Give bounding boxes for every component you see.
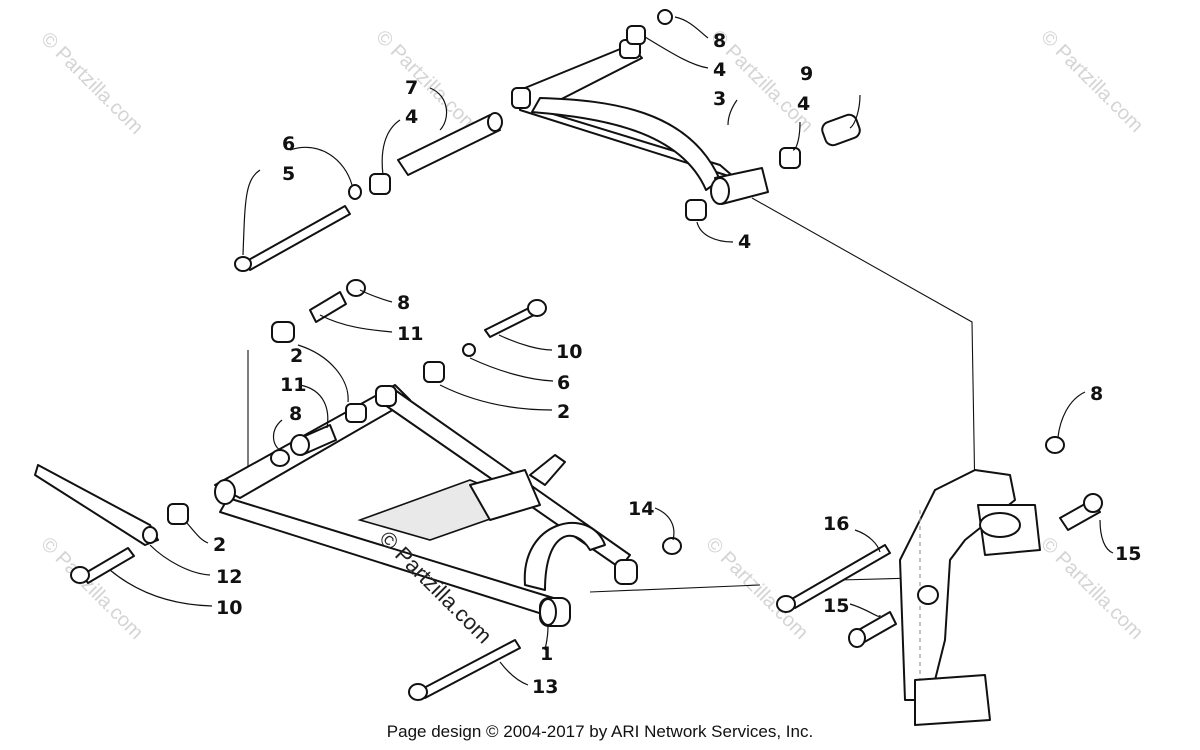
callout-11: 11 (397, 323, 423, 345)
callout-8: 8 (397, 292, 410, 314)
callout-3: 3 (713, 88, 726, 110)
callout-4: 4 (405, 106, 418, 128)
callout-10: 10 (216, 597, 242, 619)
reference-lines (247, 197, 976, 593)
watermark: © Partzilla.com (701, 533, 812, 644)
footer-copyright: Page design © 2004-2017 by ARI Network S… (386, 722, 814, 741)
callout-11: 11 (280, 374, 306, 396)
callout-leaders (109, 16, 1114, 686)
upper-a-arm (511, 39, 769, 205)
callout-2: 2 (290, 345, 303, 367)
callout-12: 12 (216, 566, 242, 588)
callout-1: 1 (540, 643, 553, 665)
upper-hardware (234, 9, 861, 272)
callout-8: 8 (1090, 383, 1103, 405)
spindle (776, 436, 1103, 726)
callout-14: 14 (628, 498, 654, 520)
callout-5: 5 (282, 163, 295, 185)
callout-8: 8 (289, 403, 302, 425)
callout-16: 16 (823, 513, 849, 535)
watermark: © Partzilla.com (36, 533, 147, 644)
callout-4: 4 (713, 59, 726, 81)
callout-4: 4 (738, 231, 751, 253)
callout-8: 8 (713, 30, 726, 52)
callout-13: 13 (532, 676, 558, 698)
callout-4: 4 (797, 93, 810, 115)
watermark: © Partzilla.com (371, 26, 482, 137)
callout-15: 15 (1115, 543, 1141, 565)
callout-labels: 8 4 3 9 4 4 7 4 6 5 8 11 2 11 8 10 6 2 1… (213, 30, 1141, 698)
callout-7: 7 (405, 77, 418, 99)
callout-15: 15 (823, 595, 849, 617)
callout-10: 10 (556, 341, 582, 363)
callout-6: 6 (282, 133, 295, 155)
callout-9: 9 (800, 63, 813, 85)
lower-hardware (34, 279, 682, 701)
callout-2: 2 (557, 401, 570, 423)
callout-2: 2 (213, 534, 226, 556)
watermark: © Partzilla.com (36, 28, 147, 139)
watermark: © Partzilla.com (1036, 26, 1147, 137)
callout-6: 6 (557, 372, 570, 394)
